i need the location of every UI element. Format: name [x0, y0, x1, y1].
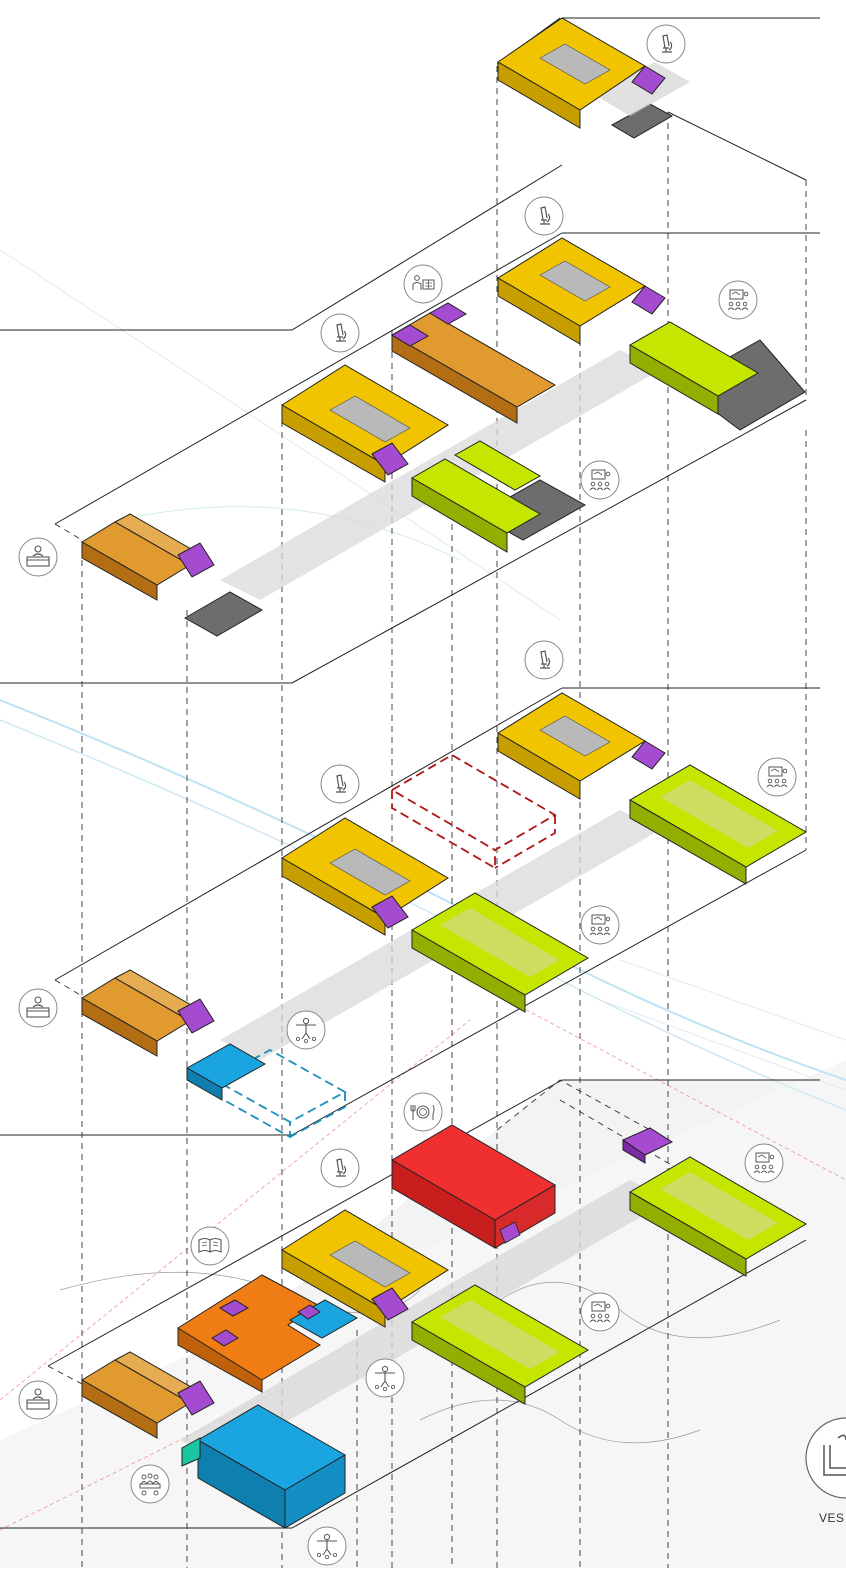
legend-label: VES [819, 1511, 845, 1525]
level-3-office-block [82, 514, 214, 600]
microscope-icon [525, 197, 563, 235]
classroom-icon [581, 1293, 619, 1331]
microscope-icon [647, 25, 685, 63]
classroom-icon [758, 758, 796, 796]
classroom-icon [745, 1144, 783, 1182]
reception-desk-icon [19, 1381, 57, 1419]
meeting-table-icon [131, 1465, 169, 1503]
microscope-icon [321, 314, 359, 352]
reception-desk-icon [19, 989, 57, 1027]
lecture-icon [404, 265, 442, 303]
classroom-icon [581, 906, 619, 944]
reception-desk-icon [19, 538, 57, 576]
level-2 [82, 693, 806, 1137]
book-icon [191, 1227, 229, 1265]
microscope-icon [321, 765, 359, 803]
sports-figure-icon [308, 1527, 346, 1565]
microscope-icon [321, 1149, 359, 1187]
level-2-laboratory-block-right [498, 693, 665, 799]
dining-icon [404, 1093, 442, 1131]
level-3-laboratory-block-right [498, 238, 665, 344]
level-2-laboratory-block-left [282, 818, 448, 935]
classroom-icon [719, 281, 757, 319]
sports-figure-icon [287, 1011, 325, 1049]
level-3 [82, 238, 805, 636]
level-2-classroom-block-center [412, 893, 588, 1012]
classroom-icon [581, 461, 619, 499]
level-3-plate [0, 233, 820, 683]
level-2-office-block [82, 970, 214, 1056]
sports-figure-icon [366, 1359, 404, 1397]
microscope-icon [525, 641, 563, 679]
